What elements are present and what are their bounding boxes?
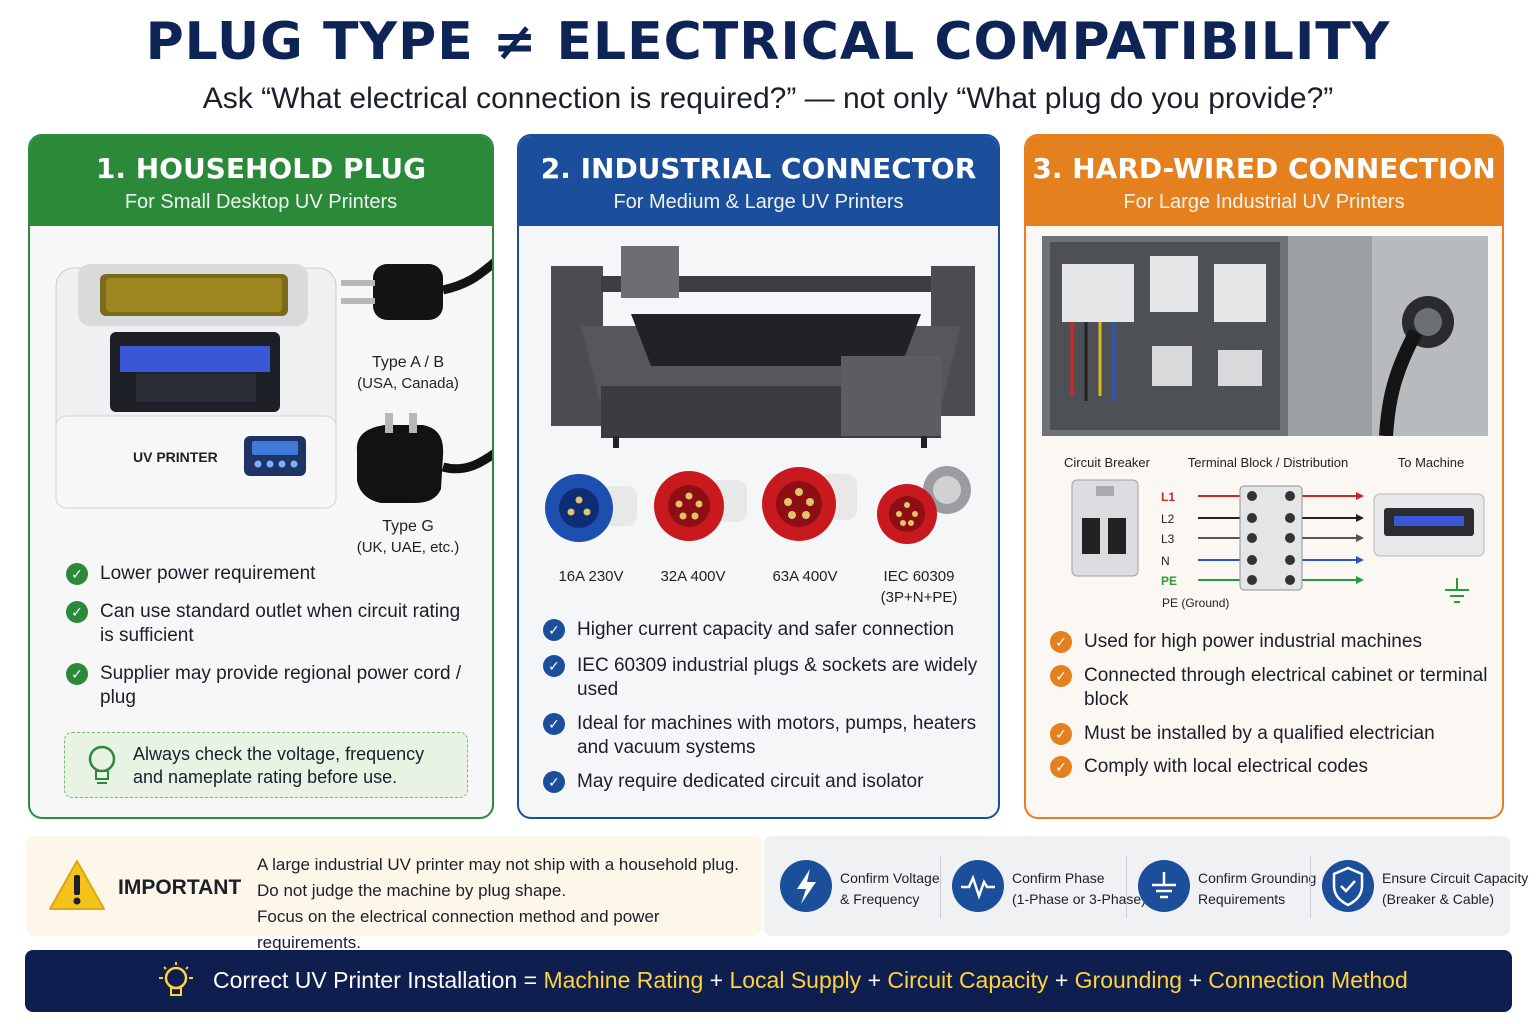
voltage-tip-box: Always check the voltage, frequency and … [64, 732, 468, 798]
check-icon: ✓ [543, 713, 565, 735]
panel-heading: 2. INDUSTRIAL CONNECTOR [540, 152, 977, 185]
electrical-cabinet-image [1042, 236, 1488, 436]
list-item: ✓IEC 60309 industrial plugs & sockets ar… [543, 654, 983, 702]
list-item: ✓Higher current capacity and safer conne… [543, 618, 983, 642]
check-icon: ✓ [543, 655, 565, 677]
panel-heading: 1. HOUSEHOLD PLUG [95, 152, 427, 185]
important-notice: IMPORTANT A large industrial UV printer … [26, 836, 762, 952]
list-item: ✓Comply with local electrical codes [1050, 755, 1490, 779]
terminal-block-diagram [1198, 485, 1364, 591]
check-icon: ✓ [66, 663, 88, 685]
industrial-benefits-list: ✓Higher current capacity and safer conne… [543, 618, 983, 808]
household-plug-panel: 1. HOUSEHOLD PLUG For Small Desktop UV P… [28, 134, 494, 819]
connector-label: 16A 230V [558, 568, 624, 585]
panel-subheading: For Small Desktop UV Printers [124, 191, 398, 213]
to-machine-label: To Machine [1397, 455, 1465, 470]
check-icon: ✓ [1050, 631, 1072, 653]
line-label: N [1161, 554, 1170, 568]
page-title: PLUG TYPE ≠ ELECTRICAL COMPATIBILITY [145, 12, 1391, 72]
line-label: PE [1161, 574, 1178, 588]
type-ab-label: Type A / B (USA, Canada) [357, 354, 459, 392]
industrial-connector-panel: 2. INDUSTRIAL CONNECTOR For Medium & Lar… [517, 134, 1000, 819]
household-benefits-list: ✓Lower power requirement ✓Can use standa… [66, 562, 476, 724]
list-item: ✓Ideal for machines with motors, pumps, … [543, 712, 983, 760]
list-item: ✓Can use standard outlet when circuit ra… [66, 600, 476, 648]
important-label: IMPORTANT [118, 876, 242, 899]
panel-subheading: For Large Industrial UV Printers [1123, 191, 1405, 213]
connector-label: IEC 60309 (3P+N+PE) [880, 568, 958, 606]
lightning-icon [780, 860, 832, 912]
type-g-label: Type G (UK, UAE, etc.) [356, 518, 460, 556]
lightbulb-icon [159, 962, 193, 996]
lightbulb-icon [88, 745, 116, 784]
circuit-breaker-label: Circuit Breaker [1064, 455, 1150, 470]
check-icon: ✓ [66, 601, 88, 623]
warning-icon [49, 860, 105, 910]
check-capacity-item: Ensure Circuit Capacity(Breaker & Cable) [1322, 850, 1528, 924]
panel-header: 3. HARD-WIRED CONNECTION For Large Indus… [1026, 136, 1502, 226]
line-label: L3 [1161, 532, 1175, 546]
check-icon: ✓ [543, 771, 565, 793]
type-a-plug-image [341, 258, 492, 320]
line-label: L1 [1161, 490, 1176, 504]
hard-wired-panel: 3. HARD-WIRED CONNECTION For Large Indus… [1024, 134, 1504, 819]
list-item: ✓Connected through electrical cabinet or… [1050, 664, 1490, 712]
check-icon: ✓ [66, 563, 88, 585]
check-icon: ✓ [1050, 665, 1072, 687]
connector-label: 63A 400V [772, 568, 838, 585]
list-item: ✓Must be installed by a qualified electr… [1050, 722, 1490, 746]
summary-banner: Correct UV Printer Installation = Machin… [25, 950, 1512, 1012]
ground-symbol-icon [1445, 578, 1469, 603]
machine-thumbnail-icon [1373, 493, 1485, 557]
uv-printer-label: UV PRINTER [133, 449, 218, 465]
important-text: A large industrial UV printer may not sh… [257, 855, 739, 952]
iec-60309-connector-icon [877, 466, 971, 544]
line-label: L2 [1161, 512, 1175, 526]
pe-ground-label: PE (Ground) [1162, 596, 1230, 610]
shield-check-icon [1322, 860, 1374, 912]
circuit-breaker-icon [1071, 479, 1139, 577]
blue-16a-connector-icon [545, 474, 637, 542]
terminal-block-label: Terminal Block / Distribution [1187, 455, 1349, 470]
panel-header: 2. INDUSTRIAL CONNECTOR For Medium & Lar… [519, 136, 998, 226]
list-item: ✓May require dedicated circuit and isola… [543, 770, 983, 794]
type-g-plug-image [356, 413, 492, 503]
desktop-uv-printer-image: UV PRINTER [55, 264, 337, 509]
list-item: ✓Used for high power industrial machines [1050, 630, 1490, 654]
check-icon: ✓ [543, 619, 565, 641]
flatbed-uv-printer-image [551, 246, 975, 448]
check-icon: ✓ [1050, 723, 1072, 745]
red-63a-connector-icon [762, 467, 857, 541]
ground-icon [1138, 860, 1190, 912]
list-item: ✓Lower power requirement [66, 562, 476, 586]
check-voltage-item: Confirm Voltage& Frequency [780, 850, 950, 924]
list-item: ✓Supplier may provide regional power cor… [66, 662, 476, 710]
page-subtitle: Ask “What electrical connection is requi… [202, 82, 1334, 115]
panel-heading: 3. HARD-WIRED CONNECTION [1032, 152, 1496, 185]
tip-text: Always check the voltage, frequency and … [133, 744, 425, 787]
panel-header: 1. HOUSEHOLD PLUG For Small Desktop UV P… [30, 136, 492, 226]
check-phase-item: Confirm Phase(1-Phase or 3-Phase) [952, 850, 1146, 924]
check-icon: ✓ [1050, 756, 1072, 778]
waveform-icon [952, 860, 1004, 912]
installation-checklist: Confirm Voltage& Frequency Confirm Phase… [764, 836, 1528, 936]
red-32a-connector-icon [654, 471, 747, 541]
summary-formula: Correct UV Printer Installation = Machin… [213, 967, 1408, 993]
panel-subheading: For Medium & Large UV Printers [613, 191, 904, 213]
connector-label: 32A 400V [660, 568, 726, 585]
hard-wired-notes-list: ✓Used for high power industrial machines… [1050, 630, 1490, 793]
